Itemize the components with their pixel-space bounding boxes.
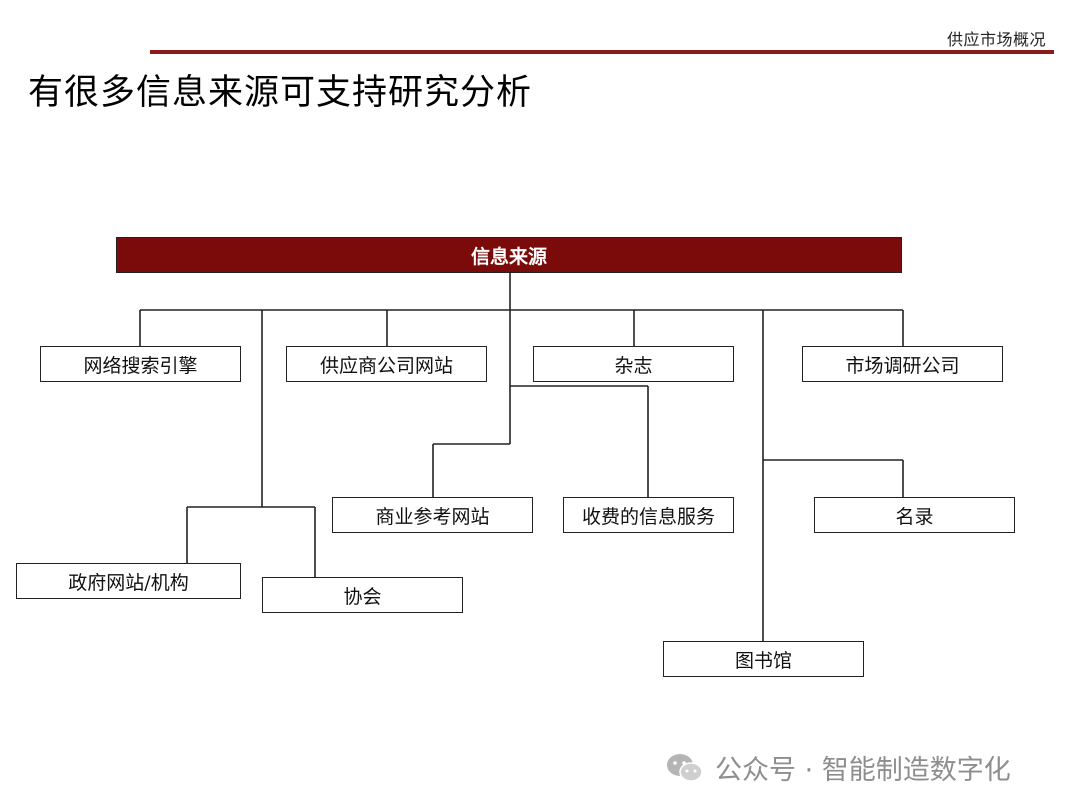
- header-rule: [150, 50, 1054, 54]
- wechat-icon: [667, 753, 703, 782]
- root-node: 信息来源: [116, 237, 902, 273]
- node-libraries: 图书馆: [663, 641, 864, 677]
- node-search-engine: 网络搜索引擎: [40, 346, 241, 382]
- node-government: 政府网站/机构: [16, 563, 241, 599]
- node-market-research: 市场调研公司: [802, 346, 1003, 382]
- node-magazines: 杂志: [533, 346, 734, 382]
- node-business-reference: 商业参考网站: [332, 497, 533, 533]
- watermark: 公众号 · 智能制造数字化: [665, 748, 1011, 787]
- watermark-text: 公众号 · 智能制造数字化: [715, 755, 1011, 786]
- page-title: 有很多信息来源可支持研究分析: [28, 73, 533, 113]
- node-associations: 协会: [262, 577, 463, 613]
- node-paid-info-services: 收费的信息服务: [563, 497, 734, 533]
- node-supplier-websites: 供应商公司网站: [286, 346, 487, 382]
- node-directories: 名录: [814, 497, 1015, 533]
- section-label: 供应市场概况: [946, 30, 1046, 49]
